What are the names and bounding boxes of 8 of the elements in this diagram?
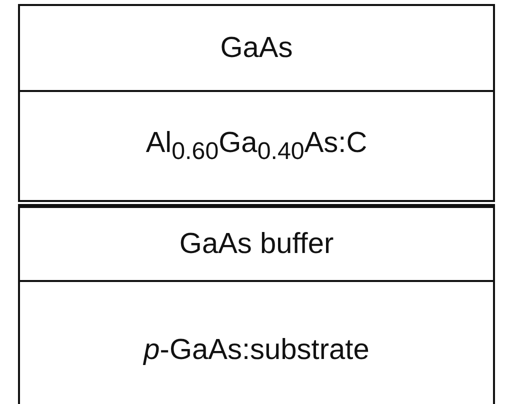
layer-box [18, 204, 495, 282]
layer-label: Al$_{0.60}$Ga$_{0.40}$As:C [146, 126, 368, 166]
layer-box [18, 4, 495, 92]
layer-label: GaAs buffer [179, 228, 334, 260]
layer-box [18, 280, 495, 404]
layer-label: GaAs [220, 32, 293, 64]
layer-box [18, 90, 495, 202]
layer-label: p-GaAs:substrate [144, 334, 370, 366]
